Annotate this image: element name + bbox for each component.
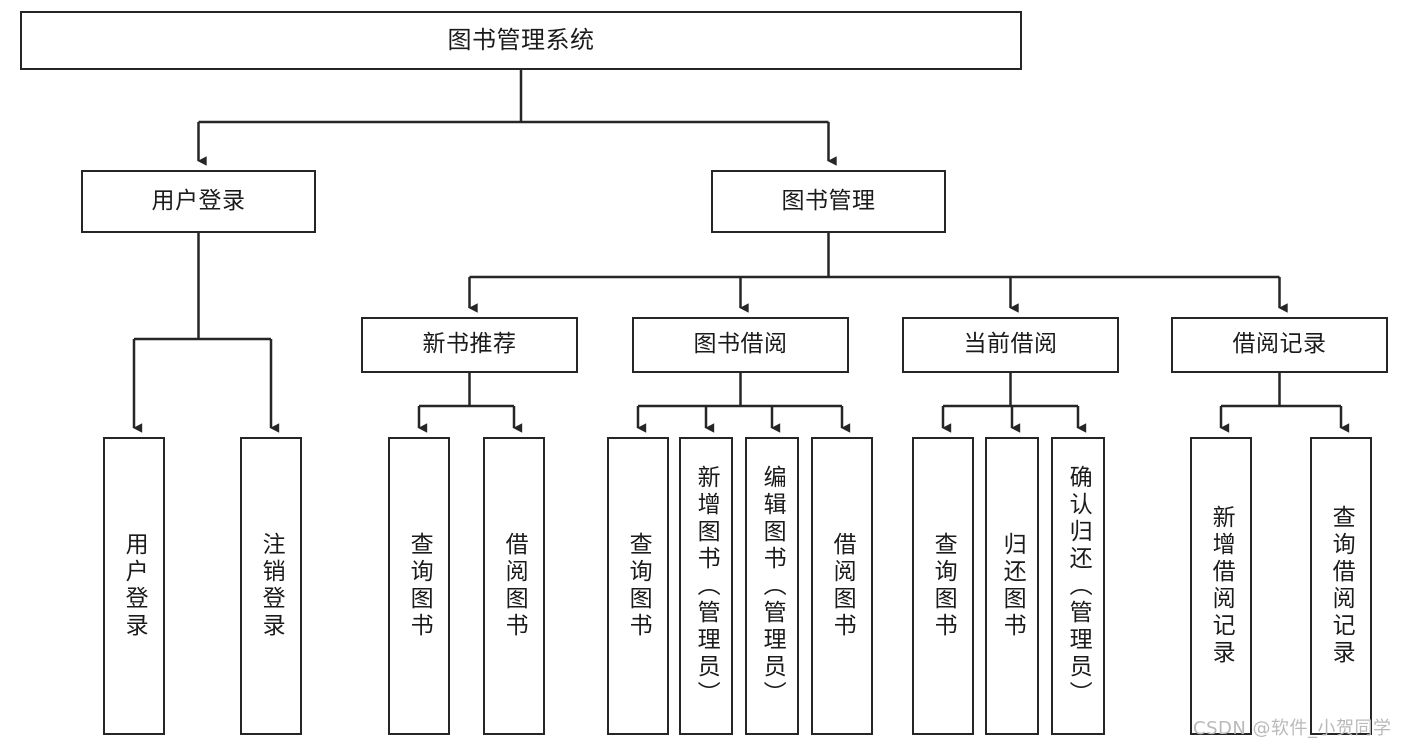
connector-bus (469, 233, 1280, 279)
node-label: 用户登录 (121, 532, 148, 640)
node-book-manage[interactable]: 图书管理 (711, 170, 946, 233)
connector-bus (419, 373, 514, 408)
connector-bus (943, 373, 1078, 408)
node-leaf-query-book-3[interactable]: 查询图书 (912, 437, 974, 735)
node-user-login[interactable]: 用户登录 (81, 170, 316, 233)
node-leaf-query-record[interactable]: 查询借阅记录 (1310, 437, 1372, 735)
node-leaf-user-logout[interactable]: 注销登录 (240, 437, 302, 735)
node-label: 图书借阅 (693, 331, 788, 358)
node-leaf-query-book-2[interactable]: 查询图书 (607, 437, 669, 735)
node-current-borrow[interactable]: 当前借阅 (902, 317, 1119, 373)
node-label: 图书管理 (781, 187, 876, 214)
node-leaf-confirm-return[interactable]: 确认归还（管理员） (1051, 437, 1105, 735)
node-label: 归还图书 (999, 532, 1026, 640)
csdn-watermark: CSDN @软件_小贺同学 (1193, 718, 1392, 739)
node-label: 新书推荐 (422, 331, 517, 358)
node-label: 新增借阅记录 (1208, 505, 1235, 667)
node-leaf-borrow-book-2[interactable]: 借阅图书 (811, 437, 873, 735)
node-leaf-edit-book[interactable]: 编辑图书（管理员） (745, 437, 799, 735)
node-label: 确认归还（管理员） (1065, 464, 1092, 708)
node-leaf-borrow-book-1[interactable]: 借阅图书 (483, 437, 545, 735)
connector-bus (1221, 373, 1341, 408)
node-book-borrow[interactable]: 图书借阅 (632, 317, 849, 373)
node-borrow-record[interactable]: 借阅记录 (1171, 317, 1388, 373)
node-leaf-return-book[interactable]: 归还图书 (985, 437, 1039, 735)
node-label: 新增图书（管理员） (693, 464, 720, 708)
node-label: 借阅记录 (1232, 331, 1327, 358)
node-label: 编辑图书（管理员） (759, 464, 786, 708)
node-label: 查询图书 (930, 532, 957, 640)
node-new-book-rec[interactable]: 新书推荐 (361, 317, 578, 373)
node-label: 借阅图书 (829, 532, 856, 640)
connector-bus (198, 70, 829, 124)
node-leaf-add-book[interactable]: 新增图书（管理员） (679, 437, 733, 735)
connector-bus (134, 233, 271, 341)
connector-bus (638, 373, 842, 408)
node-label: 查询借阅记录 (1328, 505, 1355, 667)
node-leaf-add-record[interactable]: 新增借阅记录 (1190, 437, 1252, 735)
node-label: 借阅图书 (501, 532, 528, 640)
node-leaf-query-book-1[interactable]: 查询图书 (388, 437, 450, 735)
node-label: 用户登录 (151, 187, 246, 214)
node-label: 查询图书 (406, 532, 433, 640)
node-leaf-user-login[interactable]: 用户登录 (103, 437, 165, 735)
node-root[interactable]: 图书管理系统 (20, 11, 1022, 70)
node-label: 图书管理系统 (447, 26, 595, 55)
node-label: 当前借阅 (963, 331, 1058, 358)
node-label: 注销登录 (258, 532, 285, 640)
node-label: 查询图书 (625, 532, 652, 640)
